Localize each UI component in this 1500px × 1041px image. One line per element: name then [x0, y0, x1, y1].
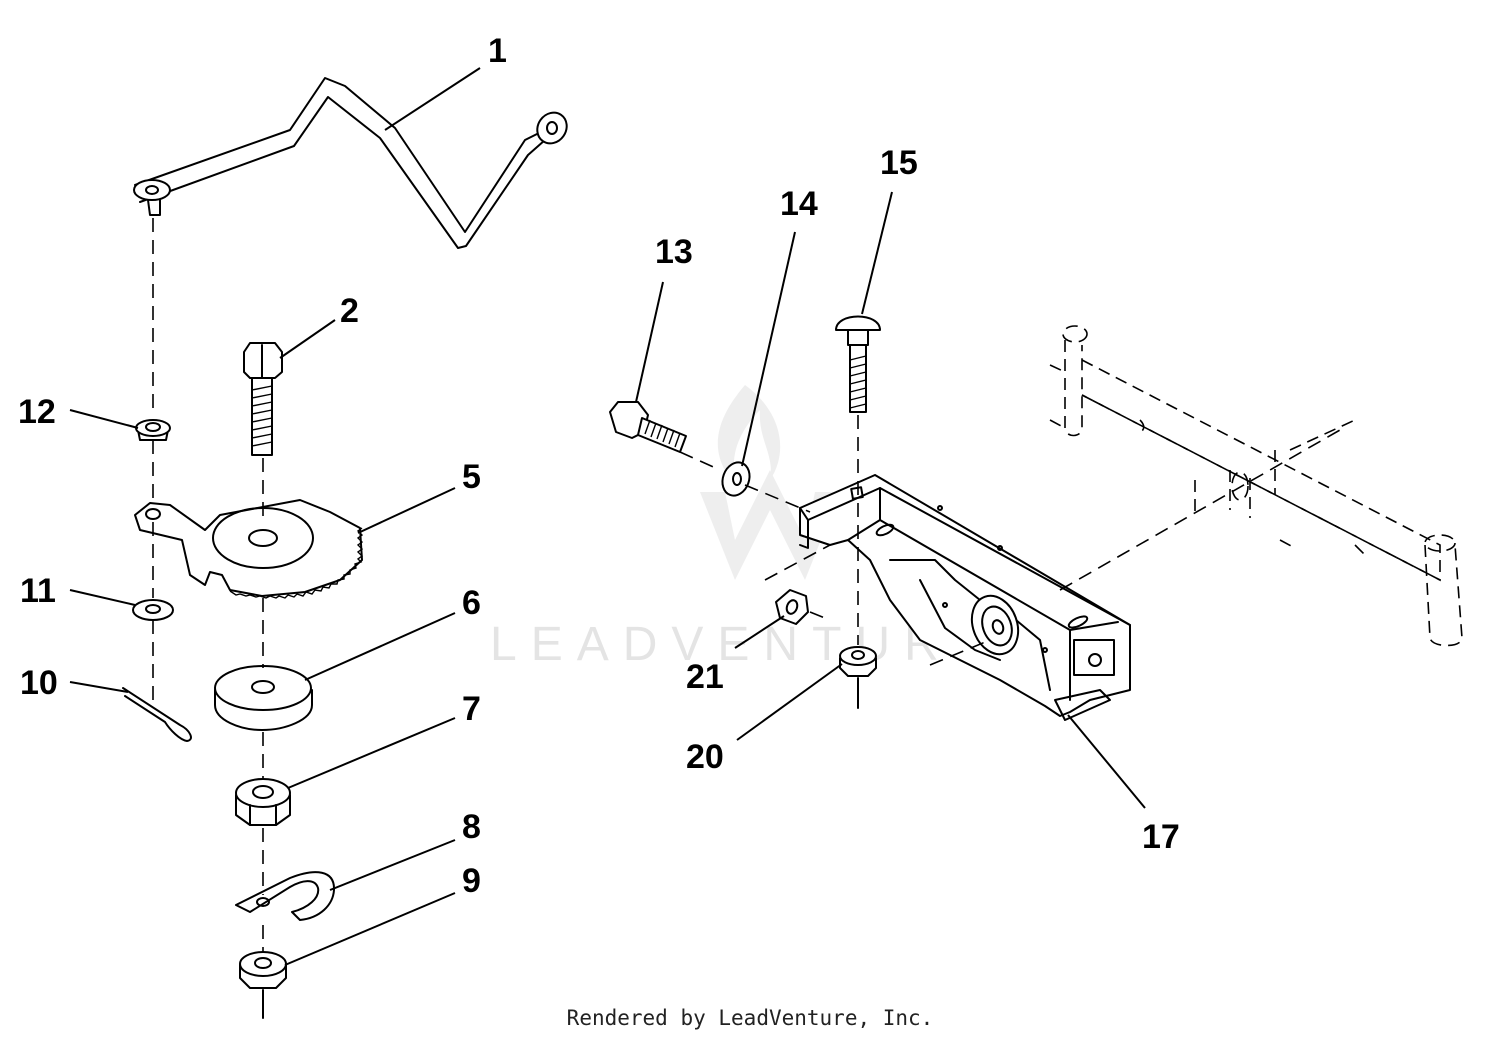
callout-6: 6: [462, 584, 481, 622]
part-5-gear-sector-bracket: [134, 499, 364, 599]
leader-lines: [69, 67, 1146, 966]
part-10-cotter-pin: [122, 687, 192, 742]
callout-7: 7: [462, 690, 481, 728]
watermark-logo-icon: [700, 385, 840, 580]
callout-5: 5: [462, 458, 481, 496]
callout-21: 21: [686, 658, 724, 696]
part-20-hex-nut: [839, 646, 877, 677]
watermark: LEADVENTURE: [490, 385, 999, 671]
callout-1: 1: [488, 32, 507, 70]
part-17-mounting-bracket: [799, 474, 1131, 721]
part-9-hex-nut: [239, 951, 287, 989]
callout-9: 9: [462, 862, 481, 900]
part-14-washer: [721, 461, 751, 497]
right-assembly-centerlines: [679, 415, 1341, 709]
callout-11: 11: [20, 572, 56, 610]
callout-labels: 1 2 5 6 7 8 9 10 11 12 13 14 15 17 20 21: [18, 32, 1180, 900]
part-7-hex-nut: [235, 778, 291, 826]
reference-axle-phantom: [1049, 325, 1463, 647]
part-13-hex-bolt: [609, 401, 687, 453]
callout-14: 14: [780, 185, 818, 223]
part-1-shift-rod: [133, 77, 568, 249]
callout-15: 15: [880, 144, 918, 182]
callout-8: 8: [462, 808, 481, 846]
callout-2: 2: [340, 292, 359, 330]
callout-20: 20: [686, 738, 724, 776]
watermark-text: LEADVENTURE: [490, 618, 999, 671]
callout-17: 17: [1142, 818, 1180, 856]
left-assembly-centerlines: [152, 218, 264, 1019]
part-11-washer: [132, 599, 174, 621]
callout-12: 12: [18, 393, 56, 431]
part-2-hex-bolt: [243, 342, 283, 456]
part-8-clip: [235, 871, 336, 921]
callout-10: 10: [20, 664, 58, 702]
part-15-carriage-bolt: [835, 315, 881, 413]
part-6-spacer-washer: [214, 665, 313, 731]
callout-13: 13: [655, 233, 693, 271]
footer-attribution: Rendered by LeadVenture, Inc.: [566, 1006, 934, 1030]
part-12-flange-nut: [135, 419, 171, 441]
